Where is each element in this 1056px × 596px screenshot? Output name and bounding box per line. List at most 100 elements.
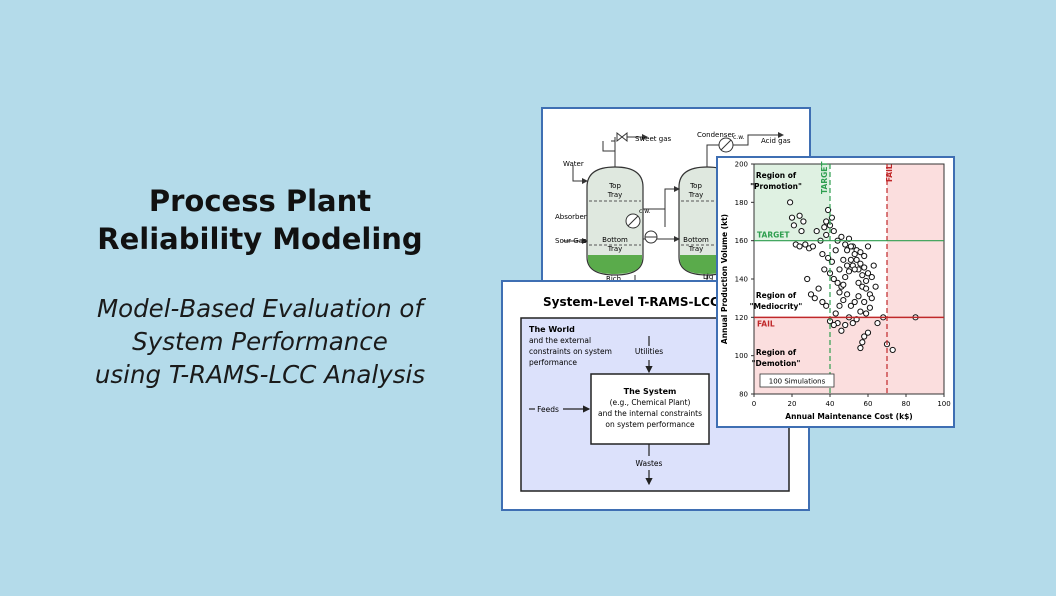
- data-point: [832, 247, 839, 254]
- data-point: [874, 319, 881, 327]
- system-line-1: (e.g., Chemical Plant): [610, 398, 691, 407]
- data-point: [861, 264, 868, 271]
- data-point: [844, 291, 851, 298]
- data-point: [861, 298, 868, 306]
- data-point: [840, 296, 847, 304]
- x-tick-label: 0: [752, 400, 756, 408]
- sour-gas-label: Sour Gas: [555, 237, 587, 245]
- data-point: [851, 298, 858, 306]
- data-point: [796, 243, 803, 250]
- data-point: [845, 235, 853, 242]
- data-point: [864, 329, 872, 336]
- data-point: [823, 218, 830, 225]
- y-tick-label: 180: [735, 199, 748, 207]
- promotion-region-label-2: "Promotion": [750, 182, 802, 191]
- x-tick-label: 20: [788, 400, 797, 408]
- cooling-water-label-2: c.w.: [733, 134, 745, 141]
- data-point: [796, 212, 803, 219]
- data-point: [849, 319, 856, 327]
- x-tick-label: 80: [902, 400, 911, 408]
- data-point: [855, 293, 862, 300]
- data-point: [864, 243, 872, 250]
- y-tick-label: 80: [739, 391, 748, 399]
- data-point: [842, 273, 849, 281]
- data-point: [853, 256, 860, 263]
- target-volume-label: TARGET: [757, 231, 790, 240]
- data-point: [804, 275, 811, 283]
- fail-volume-label: FAIL: [757, 319, 775, 328]
- data-point: [868, 295, 875, 302]
- fail-cost-region: [887, 164, 944, 394]
- data-point: [838, 233, 845, 240]
- y-tick-label: 120: [735, 314, 748, 322]
- cooling-water-label-1: c.w.: [639, 208, 651, 215]
- data-point: [834, 279, 841, 286]
- acid-gas-label: Acid gas: [761, 137, 791, 145]
- data-point: [847, 302, 854, 309]
- sweet-gas-label: Sweet gas: [635, 135, 671, 143]
- y-tick-label: 160: [735, 237, 748, 245]
- title-line-2: Reliability Modeling: [97, 222, 423, 256]
- condenser-label: Condenser: [697, 131, 735, 139]
- world-line-3: performance: [529, 358, 577, 367]
- data-point: [844, 247, 851, 254]
- rich-label: Rich: [606, 275, 621, 283]
- data-point: [857, 308, 864, 315]
- data-point: [830, 321, 837, 329]
- data-point: [840, 281, 847, 288]
- absorber-bottom-tray-label: Tray: [607, 245, 623, 253]
- data-point: [868, 273, 875, 281]
- world-line-1: and the external: [529, 336, 591, 345]
- stripper-top-tray-label: Tray: [688, 191, 704, 199]
- data-point: [832, 310, 839, 317]
- y-tick-label: 200: [735, 161, 748, 169]
- stripper-top-label: Top: [689, 182, 702, 190]
- system-title: The System: [624, 387, 677, 396]
- data-point: [861, 333, 868, 340]
- data-point: [830, 227, 837, 235]
- trams-diagram-title: System-Level T-RAMS-LCC Ar: [543, 295, 738, 309]
- data-point: [847, 256, 854, 263]
- mediocrity-region-label-2: "Mediocrity": [750, 302, 803, 311]
- data-point: [863, 310, 870, 317]
- system-line-3: on system performance: [605, 420, 695, 429]
- target-cost-label: TARGET: [820, 161, 829, 194]
- data-point: [845, 268, 853, 275]
- data-point: [830, 275, 837, 283]
- slide-subtitle: Model-Based Evaluation of System Perform…: [60, 292, 460, 391]
- lig-label: Lig: [703, 273, 713, 281]
- data-point: [815, 285, 822, 292]
- data-point: [813, 227, 820, 235]
- absorber-top-tray-label: Tray: [607, 191, 623, 199]
- data-point: [809, 243, 817, 250]
- absorber-bottom-label: Bottom: [602, 236, 628, 244]
- data-point: [851, 250, 858, 258]
- subtitle-line-1: Model-Based Evaluation of: [96, 294, 424, 323]
- data-point: [800, 218, 807, 225]
- data-point: [842, 241, 849, 248]
- data-point: [838, 327, 845, 334]
- data-point: [844, 262, 851, 269]
- wastes-label: Wastes: [636, 459, 663, 468]
- stripper-bottom-label: Bottom: [683, 236, 709, 244]
- data-point: [807, 291, 815, 298]
- data-point: [857, 249, 864, 256]
- data-point: [788, 214, 796, 221]
- x-tick-label: 100: [937, 400, 950, 408]
- absorber-label: Absorber: [555, 213, 587, 221]
- data-point: [823, 231, 830, 239]
- data-point: [802, 241, 809, 248]
- data-point: [855, 279, 862, 286]
- sweet-gas-valve-icon: [616, 131, 628, 143]
- cooler-icon: [625, 213, 641, 229]
- data-point: [828, 258, 836, 265]
- utilities-label: Utilities: [635, 347, 663, 356]
- y-axis-label: Annual Production Volume (kt): [720, 214, 729, 344]
- lean-rich-exchanger-icon: [644, 230, 658, 244]
- world-line-2: constraints on system: [529, 347, 612, 356]
- data-point: [863, 277, 870, 285]
- x-tick-label: 40: [826, 400, 835, 408]
- condenser-icon: [718, 137, 734, 153]
- data-point: [823, 302, 830, 309]
- data-point: [836, 302, 843, 309]
